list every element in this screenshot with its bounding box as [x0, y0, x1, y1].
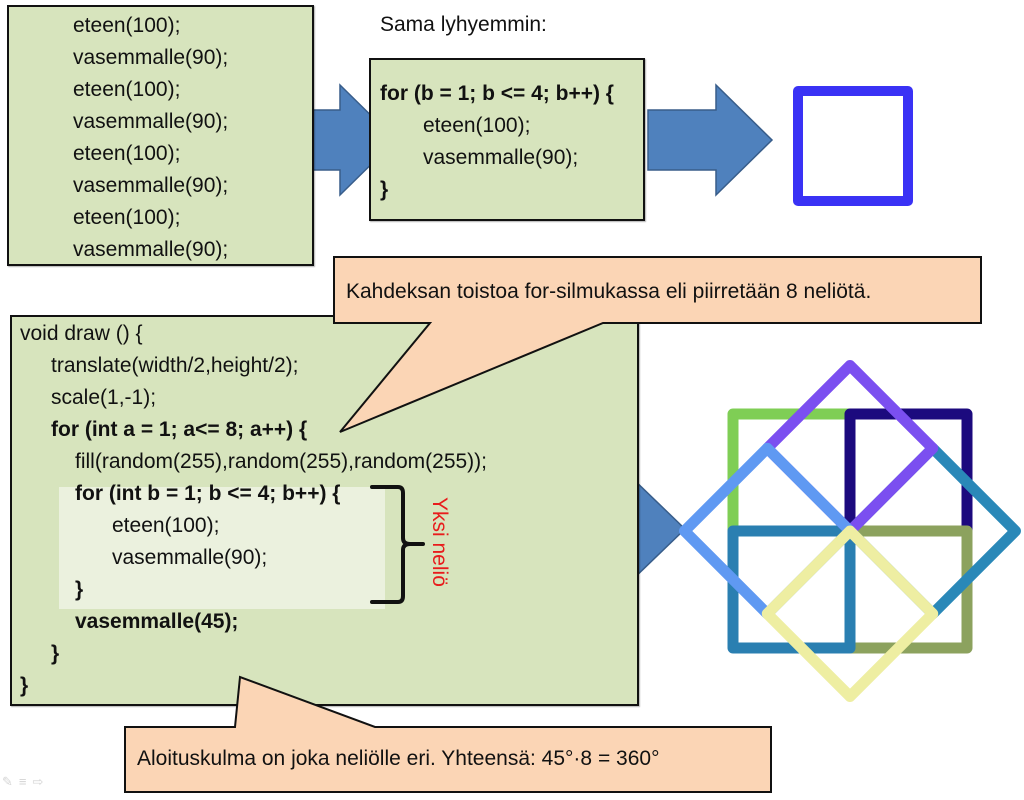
loop-code-box [369, 58, 645, 221]
code-line: scale(1,-1); [51, 386, 157, 409]
draw-function-code-box [10, 315, 639, 706]
callout-loop-count-shape [333, 256, 982, 433]
unrolled-code-box [7, 5, 314, 266]
code-line: vasemmalle(90); [423, 146, 579, 169]
arrow-right-icon [647, 83, 774, 197]
code-line: for (b = 1; b <= 4; b++) { [380, 82, 614, 105]
inner-loop-highlight [59, 487, 385, 609]
slide-nav: ✎≡⇨ [2, 774, 49, 790]
short-version-caption: Sama lyhyemmin: [380, 13, 547, 36]
code-line: for (int a = 1; a<= 8; a++) { [51, 418, 308, 441]
callout-start-angle: Aloituskulma on joka neliölle eri. Yhtee… [137, 747, 660, 770]
code-line: fill(random(255),random(255),random(255)… [75, 450, 488, 473]
code-line: } [75, 578, 84, 601]
rotated-square [761, 525, 939, 702]
code-line: eteen(100); [73, 78, 181, 101]
pen-icon[interactable]: ✎ [2, 774, 19, 789]
code-line: void draw () { [20, 322, 143, 345]
code-line: } [380, 178, 389, 201]
bracket-label: Yksi neliö [428, 497, 451, 587]
code-line: eteen(100); [423, 114, 531, 137]
right-brace-icon [370, 485, 425, 604]
code-line: eteen(100); [73, 14, 181, 37]
code-line: } [20, 674, 29, 697]
callout-loop-count: Kahdeksan toistoa for-silmukassa eli pii… [346, 280, 872, 303]
single-square-shape [793, 86, 913, 206]
code-line: vasemmalle(90); [73, 46, 229, 69]
code-line: } [51, 642, 60, 665]
rotated-square [727, 525, 856, 654]
code-line: translate(width/2,height/2); [51, 354, 299, 377]
code-line: for (int b = 1; b <= 4; b++) { [75, 482, 341, 505]
code-line: vasemmalle(90); [73, 174, 229, 197]
code-line: vasemmalle(90); [112, 546, 268, 569]
menu-icon[interactable]: ≡ [18, 774, 33, 789]
callout-start-angle-shape [124, 675, 772, 793]
code-line: eteen(100); [112, 514, 220, 537]
code-line: eteen(100); [73, 142, 181, 165]
next-arrow-icon[interactable]: ⇨ [32, 774, 50, 789]
code-line: vasemmalle(45); [75, 610, 239, 633]
code-line: vasemmalle(90); [73, 110, 229, 133]
code-line: vasemmalle(90); [73, 238, 229, 261]
code-line: eteen(100); [73, 206, 181, 229]
